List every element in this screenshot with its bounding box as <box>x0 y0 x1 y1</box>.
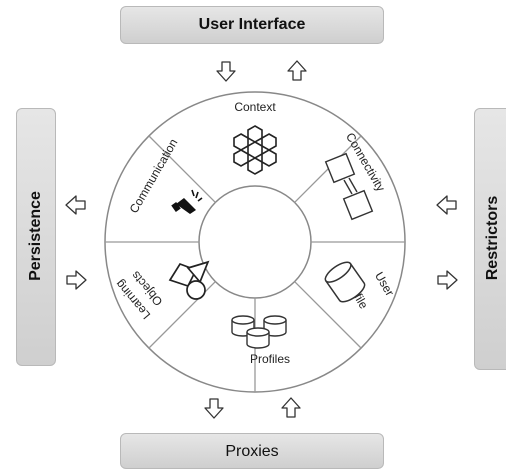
databases-icon <box>231 315 287 349</box>
user-interface-label: User Interface <box>198 16 306 33</box>
context-label: Context <box>234 100 276 114</box>
ring-dividers <box>105 135 405 392</box>
arrow-up-top-right-icon <box>287 60 307 81</box>
arrow-right-persistence-icon <box>66 270 87 290</box>
arrow-up-bottom-right-icon <box>281 397 301 418</box>
restrictors-panel <box>474 108 506 370</box>
arrow-right-restrictors-icon <box>437 270 458 290</box>
arrow-left-restrictors-icon <box>436 195 457 215</box>
connected-boxes-icon <box>324 152 374 221</box>
persistence-panel <box>16 108 56 366</box>
arrow-down-bottom-left-icon <box>204 398 224 419</box>
megaphone-icon <box>171 189 203 214</box>
user-interface-panel <box>120 6 384 44</box>
cylinder-icon <box>324 261 366 303</box>
profiles-label: Profiles <box>250 352 290 366</box>
arrow-left-persistence-icon <box>65 195 86 215</box>
proxies-panel <box>120 433 384 469</box>
shapes-icon <box>168 260 210 300</box>
hexagon-cluster-icon <box>233 125 277 175</box>
arrow-down-top-left-icon <box>216 61 236 82</box>
proxies-label: Proxies <box>225 443 279 460</box>
ring-inner <box>198 185 312 299</box>
